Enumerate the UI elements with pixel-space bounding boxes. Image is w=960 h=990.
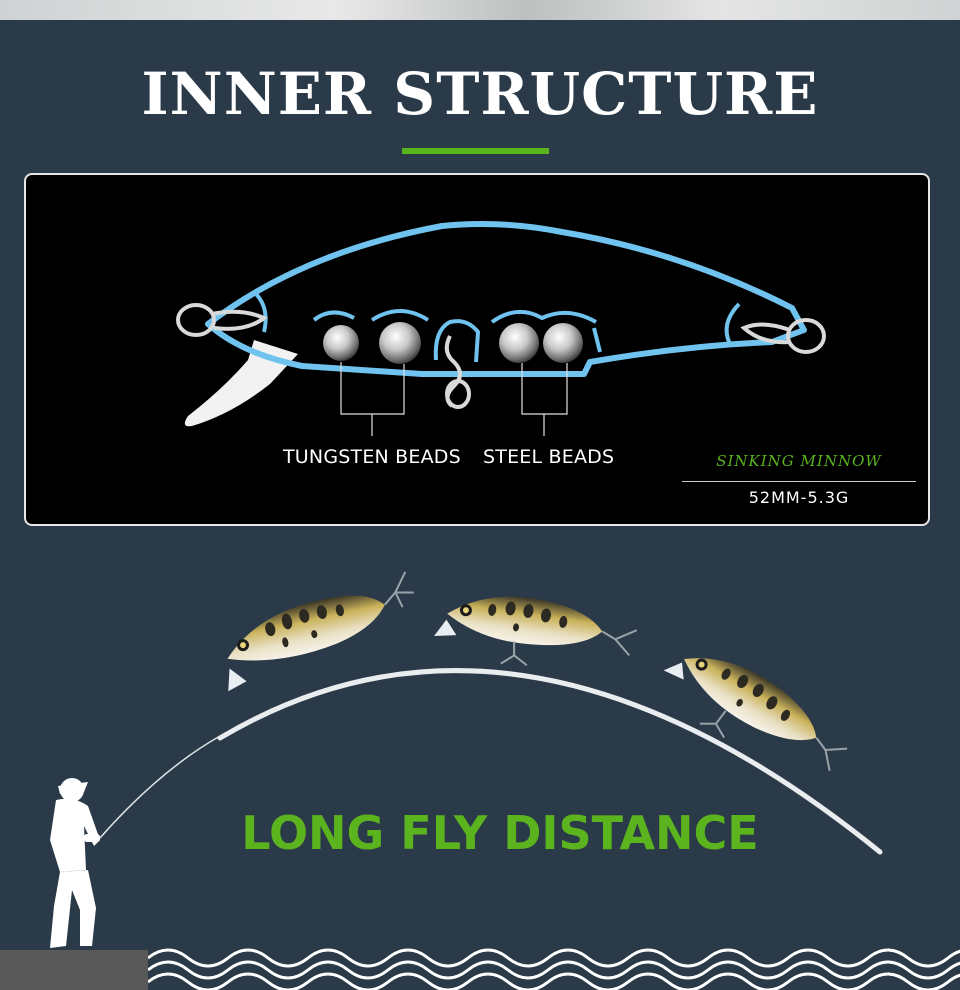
bead-chamber-arc: [312, 310, 355, 322]
long-fly-distance-headline: LONG FLY DISTANCE: [241, 806, 759, 860]
flying-lure: [227, 571, 414, 692]
tungsten-bead: [323, 325, 359, 361]
tungsten-leader: [340, 362, 405, 436]
steel-beads-label: STEEL BEADS: [483, 446, 615, 468]
tail-hook-hanger: [740, 318, 826, 354]
flying-lure: [434, 596, 638, 667]
steel-leader: [521, 363, 568, 436]
bead-chamber-arc: [490, 310, 597, 324]
fishing-line: [99, 735, 221, 839]
spec-divider: [682, 481, 916, 482]
lure-body-outline: [205, 221, 807, 377]
lure-cutaway-diagram: [176, 221, 826, 436]
model-name: SINKING MINNOW: [716, 452, 882, 470]
angler-silhouette: [50, 778, 100, 948]
page-title: INNER STRUCTURE: [141, 60, 819, 128]
flying-lure: [663, 658, 848, 772]
bottom-gray-bar: [0, 950, 148, 990]
lure-lip: [184, 340, 298, 427]
steel-bead: [499, 323, 539, 363]
size-weight-spec: 52MM-5.3G: [748, 488, 850, 507]
flight-arc: [217, 668, 883, 855]
top-photo-strip: [0, 0, 960, 20]
inner-structure-panel: [24, 173, 930, 526]
bead-chamber-arc: [370, 309, 430, 322]
wave-pattern: [148, 948, 960, 990]
steel-bead: [543, 323, 583, 363]
title-underline: [402, 148, 549, 154]
tungsten-beads-label: TUNGSTEN BEADS: [283, 446, 461, 468]
tungsten-bead: [379, 322, 421, 364]
belly-hook-hanger: [444, 335, 471, 409]
casting-scene: [50, 571, 883, 948]
front-line-tie: [176, 303, 268, 337]
